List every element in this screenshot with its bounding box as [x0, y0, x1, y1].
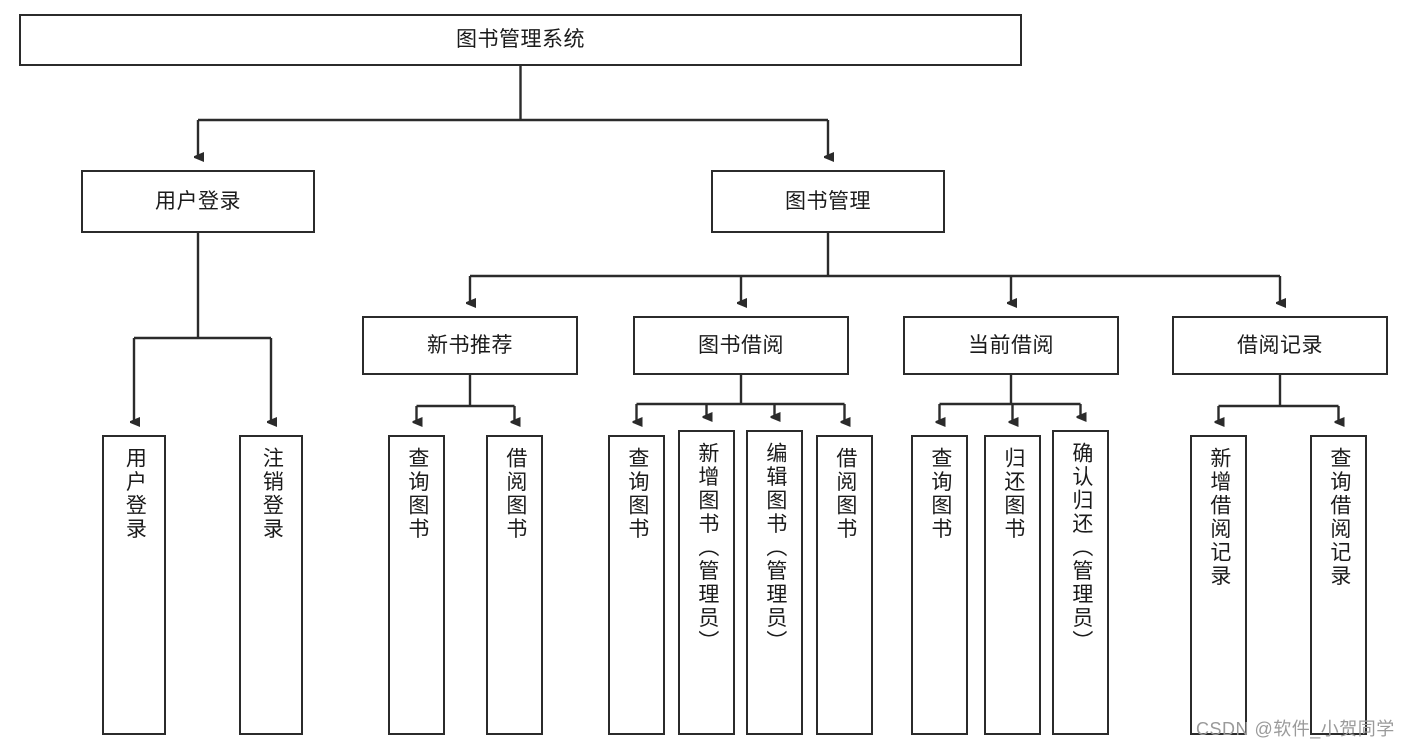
diagram-node-leaf9[interactable]: 查询图书 [911, 435, 968, 735]
node-label: 编辑图书（管理员） [763, 442, 787, 654]
diagram-node-l3a[interactable]: 新书推荐 [362, 316, 578, 375]
diagram-node-leaf7[interactable]: 编辑图书（管理员） [746, 430, 803, 735]
diagram-node-l3d[interactable]: 借阅记录 [1172, 316, 1388, 375]
diagram-node-leaf8[interactable]: 借阅图书 [816, 435, 873, 735]
diagram-node-root[interactable]: 图书管理系统 [19, 14, 1022, 66]
node-label: 查询图书 [928, 447, 952, 541]
diagram-node-leaf10[interactable]: 归还图书 [984, 435, 1041, 735]
node-label: 用户登录 [155, 189, 241, 213]
diagram-node-leaf5[interactable]: 查询图书 [608, 435, 665, 735]
diagram-node-leaf4[interactable]: 借阅图书 [486, 435, 543, 735]
diagram-node-leaf6[interactable]: 新增图书（管理员） [678, 430, 735, 735]
csdn-watermark: CSDN @软件_小贺同学 [1196, 719, 1395, 739]
node-label: 借阅图书 [503, 447, 527, 541]
diagram-node-l3c[interactable]: 当前借阅 [903, 316, 1119, 375]
node-label: 确认归还（管理员） [1069, 442, 1093, 654]
node-label: 图书管理系统 [456, 28, 585, 52]
node-label: 用户登录 [123, 447, 147, 541]
diagram-node-l3b[interactable]: 图书借阅 [633, 316, 849, 375]
diagram-node-leaf13[interactable]: 查询借阅记录 [1310, 435, 1367, 735]
node-label: 新书推荐 [427, 333, 513, 357]
node-label: 查询图书 [405, 447, 429, 541]
node-label: 查询图书 [625, 447, 649, 541]
node-label: 注销登录 [260, 447, 284, 541]
node-label: 借阅图书 [833, 447, 857, 541]
node-label: 当前借阅 [968, 333, 1054, 357]
node-label: 图书管理 [785, 189, 871, 213]
diagram-node-l2b[interactable]: 图书管理 [711, 170, 945, 233]
node-label: 借阅记录 [1237, 333, 1323, 357]
diagram-node-leaf1[interactable]: 用户登录 [102, 435, 166, 735]
diagram-node-leaf3[interactable]: 查询图书 [388, 435, 445, 735]
diagram-node-leaf2[interactable]: 注销登录 [239, 435, 303, 735]
diagram-node-leaf12[interactable]: 新增借阅记录 [1190, 435, 1247, 735]
node-label: 图书借阅 [698, 333, 784, 357]
diagram-node-l2a[interactable]: 用户登录 [81, 170, 315, 233]
node-label: 查询借阅记录 [1327, 447, 1351, 588]
diagram-node-leaf11[interactable]: 确认归还（管理员） [1052, 430, 1109, 735]
node-label: 归还图书 [1001, 447, 1025, 541]
node-label: 新增借阅记录 [1207, 447, 1231, 588]
node-label: 新增图书（管理员） [695, 442, 719, 654]
